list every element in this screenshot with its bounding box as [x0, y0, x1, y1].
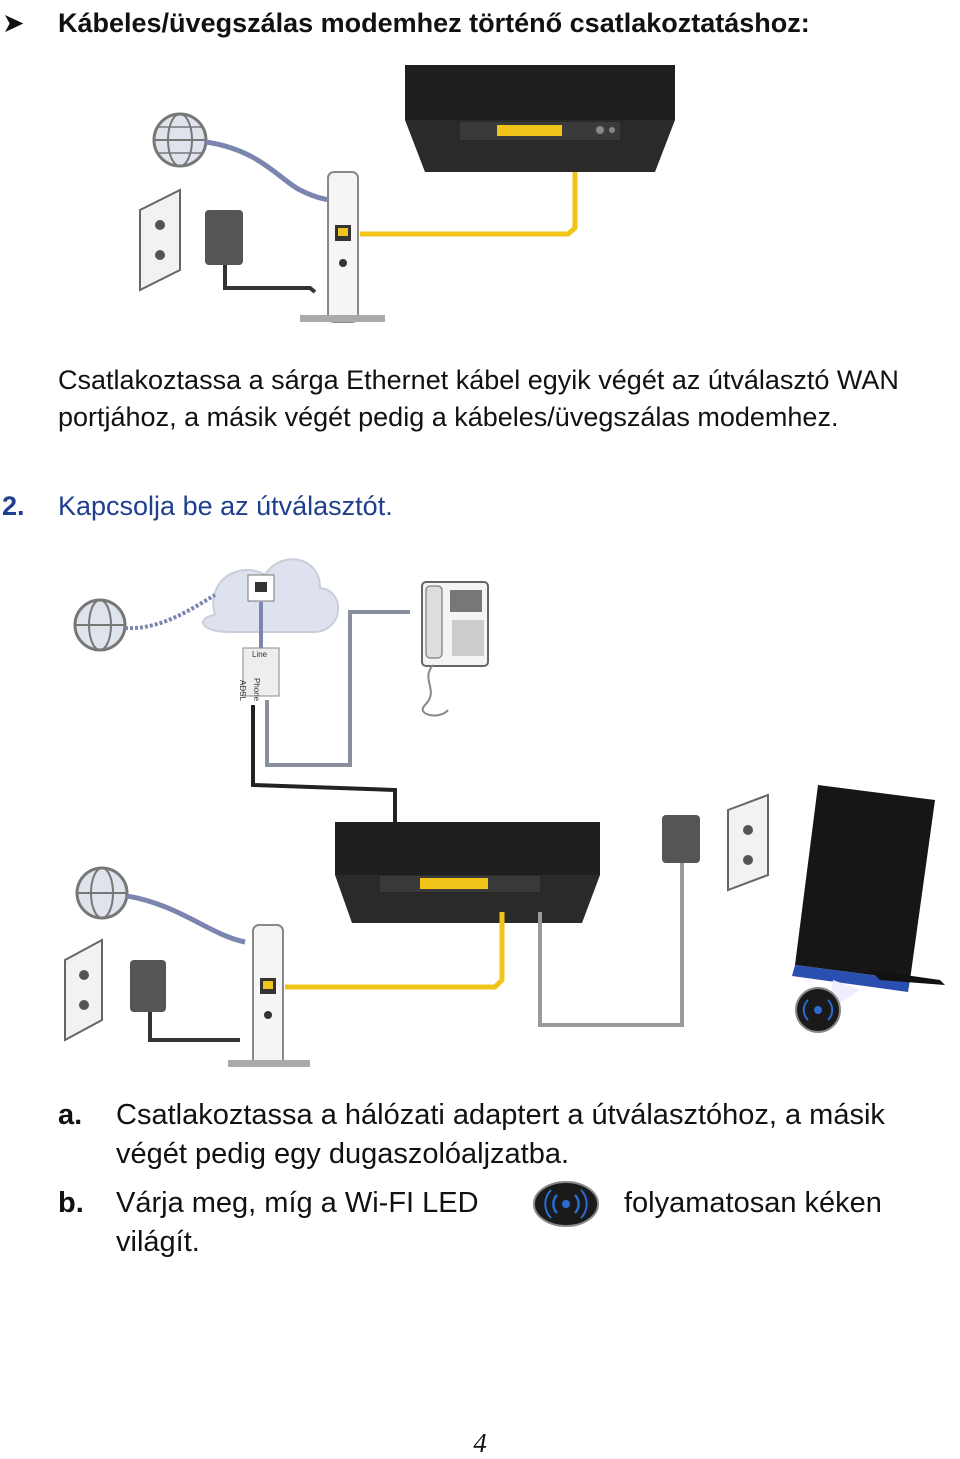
- router-power-cable: [538, 860, 684, 1027]
- substep-label: b.: [58, 1187, 84, 1219]
- telephone-icon: [421, 581, 489, 717]
- internet-globe-icon: [152, 112, 208, 168]
- power-adapter-icon: [662, 815, 700, 863]
- splitter-phone-label: Phone: [252, 678, 261, 702]
- substep-a: a. Csatlakoztassa a hálózati adaptert a …: [0, 1096, 960, 1176]
- splitter-adsl-label: ADSL: [238, 680, 247, 701]
- cable-modem: [228, 924, 310, 1067]
- ethernet-cable: [360, 165, 578, 237]
- arrow-bullet-icon: ➤: [2, 8, 25, 38]
- cable-modem: [300, 171, 385, 323]
- step-2: 2. Kapcsolja be az útválasztót.: [0, 488, 900, 528]
- ethernet-cable: [285, 912, 505, 990]
- section-title: Kábeles/üvegszálas modemhez történő csat…: [58, 8, 810, 38]
- substep-text-after: folyamatosan kéken: [624, 1187, 882, 1219]
- router-front: [792, 785, 945, 992]
- wall-outlet-icon: [139, 188, 181, 292]
- splitter-line-label: Line: [252, 650, 268, 659]
- dsl-line: [124, 593, 217, 631]
- power-adapter-icon: [130, 960, 240, 1042]
- wifi-led-icon: [533, 1181, 599, 1227]
- substep-text-before: Várja meg, míg a Wi-FI LED: [116, 1187, 479, 1219]
- substep-text: Csatlakoztassa a hálózati adaptert a útv…: [116, 1099, 885, 1170]
- cable-modem-diagram: [139, 65, 675, 323]
- power-on-diagram: Line ADSL Phone: [64, 558, 945, 1067]
- substep-b: b. Várja meg, míg a Wi-FI LED folyamatos…: [0, 1181, 960, 1264]
- internet-globe-icon: [73, 598, 127, 652]
- router-back-panel: [405, 65, 675, 172]
- step-number: 2.: [2, 491, 25, 521]
- phone-cable: [265, 610, 410, 767]
- dsl-cable: [251, 705, 397, 845]
- wall-outlet-icon: [64, 938, 103, 1042]
- step-text: Kapcsolja be az útválasztót.: [58, 491, 393, 521]
- power-adapter-icon: [205, 210, 317, 294]
- coax-cable: [205, 139, 346, 205]
- dsl-splitter: Line ADSL Phone: [238, 647, 280, 702]
- internet-globe-icon: [75, 866, 129, 920]
- instruction-paragraph: Csatlakoztassa a sárga Ethernet kábel eg…: [58, 365, 899, 432]
- substep-text-cont: világít.: [116, 1226, 200, 1258]
- page-number: 4: [473, 1428, 487, 1458]
- section-heading: ➤ Kábeles/üvegszálas modemhez történő cs…: [0, 2, 960, 46]
- substep-label: a.: [58, 1099, 83, 1131]
- router-back-panel: [335, 822, 600, 923]
- wall-outlet-icon: [727, 793, 769, 892]
- wifi-led-callout-icon: [795, 980, 860, 1033]
